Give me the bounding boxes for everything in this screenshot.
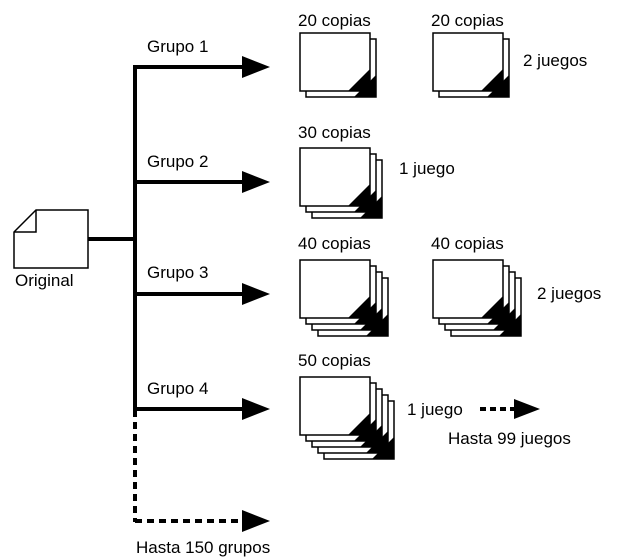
more-groups-arrow bbox=[135, 510, 270, 532]
paper-sheet bbox=[432, 32, 504, 92]
group-4-label: Grupo 4 bbox=[147, 379, 209, 398]
group-4-arrow bbox=[135, 398, 270, 420]
paper-sheet bbox=[299, 147, 371, 207]
group-1-arrow bbox=[135, 56, 270, 78]
group-3-stack-1-paper-stack-icon bbox=[299, 259, 389, 337]
paper-sheet bbox=[299, 259, 371, 319]
original-document-icon bbox=[13, 209, 89, 269]
group-3-sets: 2 juegos bbox=[537, 284, 602, 303]
paper-sheet bbox=[432, 259, 504, 319]
group-4-stack-1-paper-stack-icon bbox=[299, 376, 395, 460]
group-2-arrow bbox=[135, 171, 270, 193]
group-2-sets: 1 juego bbox=[399, 159, 455, 178]
group-3-arrow bbox=[135, 283, 270, 305]
group-2-label: Grupo 2 bbox=[147, 152, 209, 171]
group-1-sets: 2 juegos bbox=[523, 51, 588, 70]
more-sets-arrow bbox=[480, 399, 540, 419]
group-2-stack-1-copies: 30 copias bbox=[298, 123, 371, 142]
group-2-stack-1-paper-stack-icon bbox=[299, 147, 383, 219]
group-3-stack-2-copies: 40 copias bbox=[431, 234, 504, 253]
more-groups-label: Hasta 150 grupos bbox=[136, 538, 271, 557]
group-3-stack-2-paper-stack-icon bbox=[432, 259, 522, 337]
group-1-stack-1-paper-stack-icon bbox=[299, 32, 377, 98]
group-1-stack-2-paper-stack-icon bbox=[432, 32, 510, 98]
more-sets-label: Hasta 99 juegos bbox=[448, 429, 571, 448]
group-1-stack-1-copies: 20 copias bbox=[298, 11, 371, 30]
original-label: Original bbox=[15, 271, 74, 290]
paper-sheet bbox=[299, 32, 371, 92]
group-3-stack-1-copies: 40 copias bbox=[298, 234, 371, 253]
group-4-stack-1-copies: 50 copias bbox=[298, 351, 371, 370]
group-1-label: Grupo 1 bbox=[147, 37, 209, 56]
group-3-label: Grupo 3 bbox=[147, 263, 209, 282]
group-1-stack-2-copies: 20 copias bbox=[431, 11, 504, 30]
paper-sheet bbox=[299, 376, 371, 436]
group-4-sets: 1 juego bbox=[407, 400, 463, 419]
